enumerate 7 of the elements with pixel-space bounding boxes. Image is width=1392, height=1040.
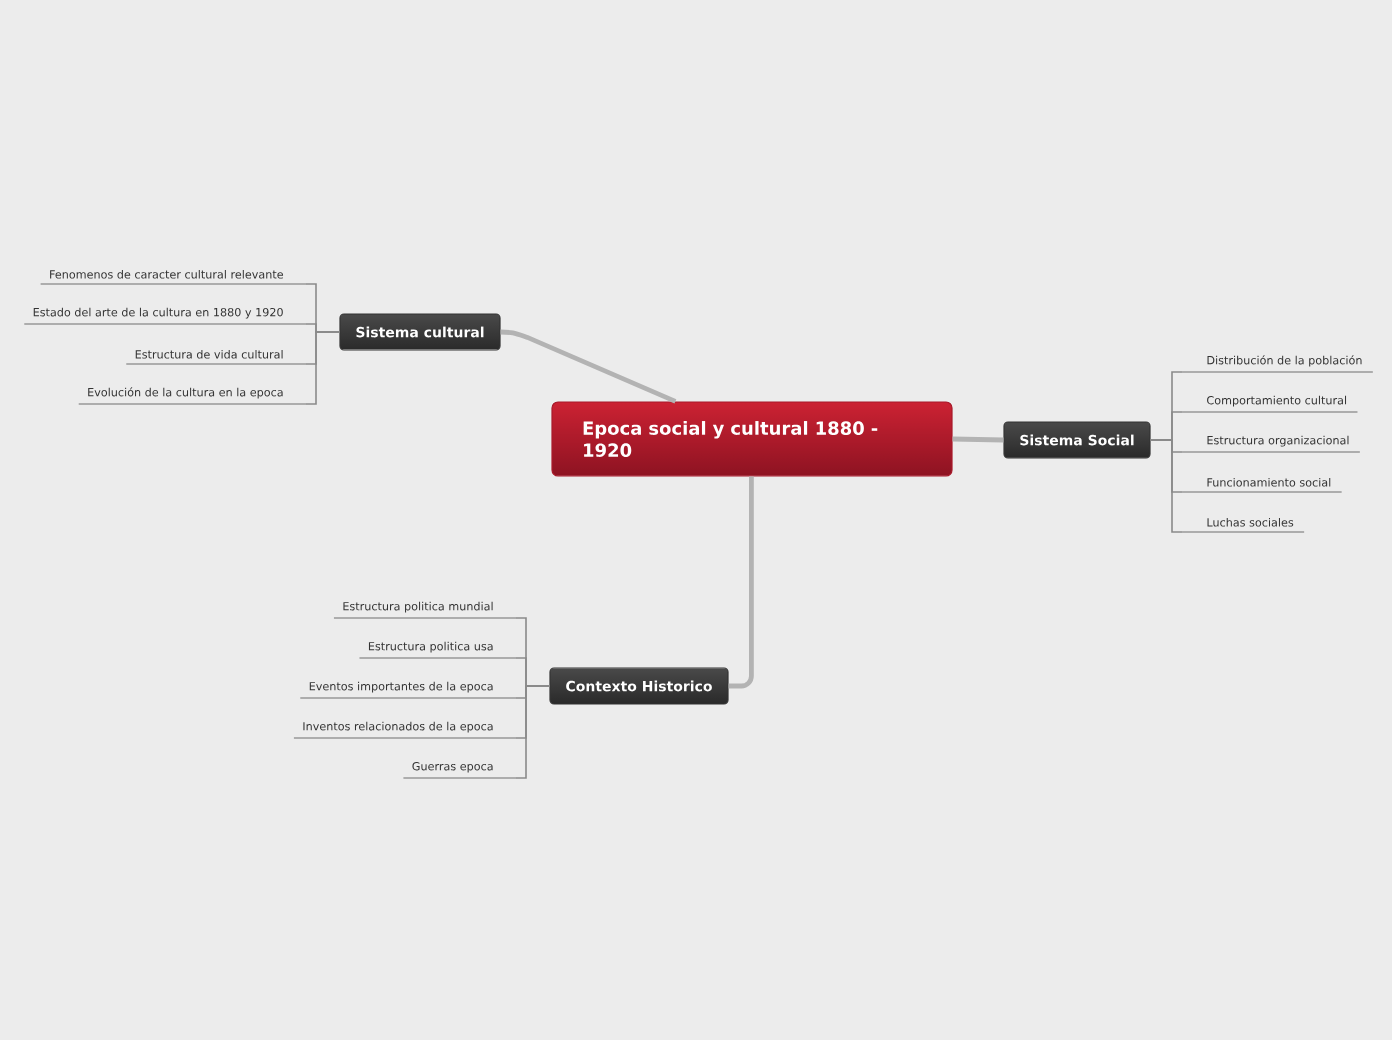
connector-line: [500, 329, 677, 404]
connector-line: [728, 476, 754, 689]
connector-line: [305, 323, 341, 333]
main-topic: Epoca social y cultural 1880 - 1920: [551, 401, 953, 477]
connector-line: [952, 436, 1004, 443]
connector-line: [1149, 439, 1183, 453]
connector-line: [515, 685, 551, 699]
